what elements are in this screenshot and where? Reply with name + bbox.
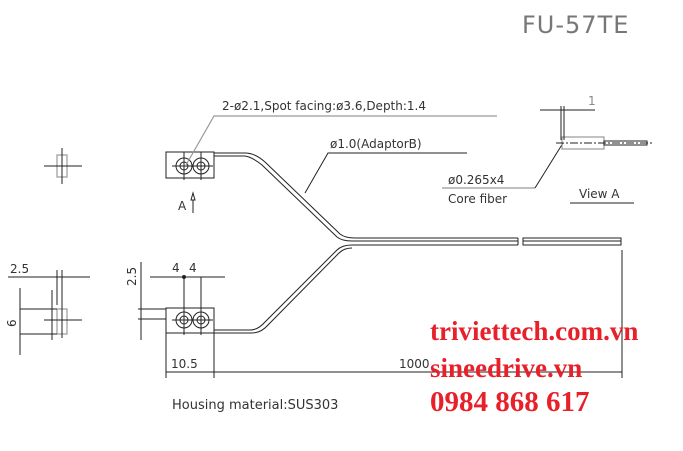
side-view-bottom xyxy=(8,270,90,355)
head-offset-dimension: 2.5 xyxy=(125,267,139,286)
fiber-length-dimension: 1000 xyxy=(399,357,430,371)
adaptor-leader xyxy=(304,152,467,194)
spot-facing-label: 2-ø2.1,Spot facing:ø3.6,Depth:1.4 xyxy=(222,99,426,113)
hole-pitch-1-dimension: 4 xyxy=(172,261,180,275)
head-length-dimension: 10.5 xyxy=(171,357,198,371)
side-height-dimension: 6 xyxy=(5,319,19,327)
side-view-top xyxy=(44,148,82,184)
model-title: FU-57TE xyxy=(522,11,629,39)
watermark-website-1: triviettech.com.vn xyxy=(430,316,638,346)
watermark-phone: 0984 868 617 xyxy=(430,386,590,418)
view-a-width-dimension: 1 xyxy=(588,94,596,108)
fiber-cable xyxy=(214,152,622,334)
spot-facing-leader xyxy=(185,115,497,166)
core-fiber-leader xyxy=(534,142,564,189)
side-width-dimension: 2.5 xyxy=(10,262,29,276)
watermark-website-2: sineedrive.vn xyxy=(430,353,582,383)
core-diameter-label: ø0.265x4 xyxy=(448,173,504,187)
adaptor-label: ø1.0(AdaptorB) xyxy=(330,137,422,151)
view-a-label: View A xyxy=(579,187,620,201)
view-a-detail xyxy=(540,106,654,150)
sensor-head-top xyxy=(165,151,215,180)
sensor-head-bottom xyxy=(138,250,623,378)
hole-pitch-2-dimension: 4 xyxy=(189,261,197,275)
core-fiber-label: Core fiber xyxy=(448,192,507,206)
view-a-arrow-label: A xyxy=(178,199,187,213)
housing-material-label: Housing material:SUS303 xyxy=(172,398,338,413)
